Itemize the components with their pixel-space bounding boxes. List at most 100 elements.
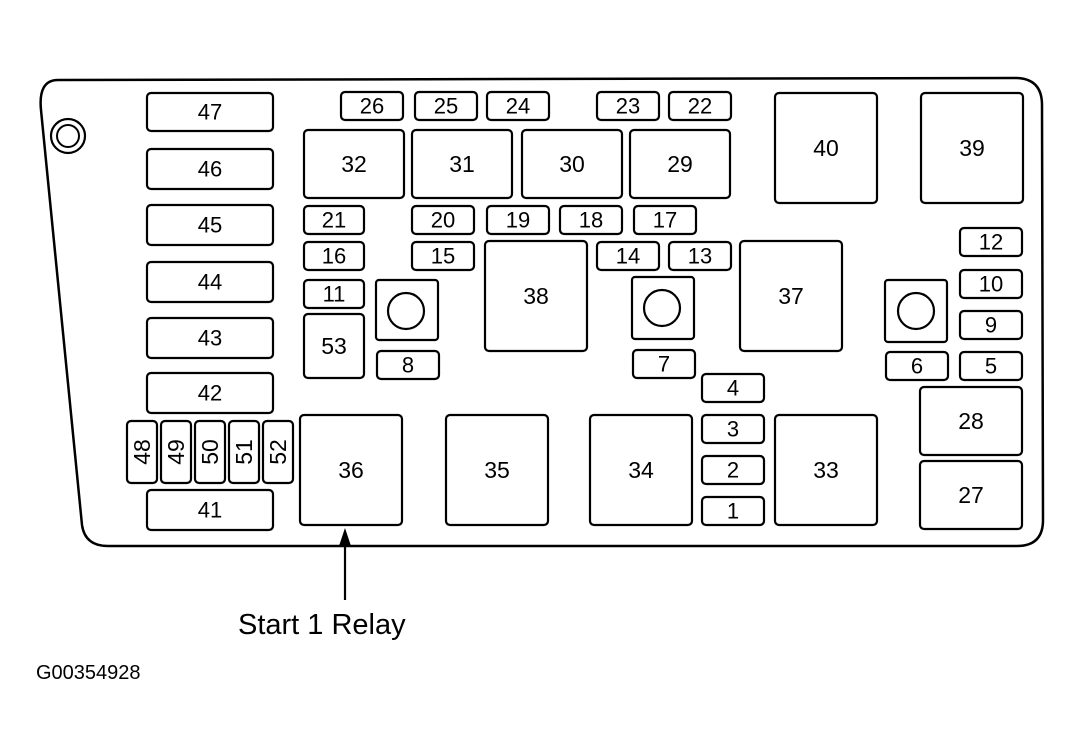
- slot-52: 52: [261, 419, 295, 485]
- slot-39: 39: [919, 91, 1025, 205]
- slot-32-label: 32: [341, 151, 367, 177]
- slot-23-outline: [595, 90, 661, 122]
- slot-20: 20: [410, 204, 476, 236]
- slot-53-label: 53: [321, 333, 347, 359]
- slot-19: 19: [485, 204, 551, 236]
- slot-3-label: 3: [727, 417, 739, 442]
- slot-37-label: 37: [778, 283, 804, 309]
- slot-36-label: 36: [338, 457, 364, 483]
- slot-4-label: 4: [727, 376, 739, 401]
- slot-4-outline: [700, 372, 766, 404]
- slot-23: 23: [595, 90, 661, 122]
- slot-15-label: 15: [431, 244, 455, 269]
- slot-46-outline: [145, 147, 275, 191]
- slot-42: 42: [145, 371, 275, 415]
- slot-21-label: 21: [322, 208, 346, 233]
- slot-52-label: 52: [265, 439, 291, 465]
- slot-13-label: 13: [688, 244, 712, 269]
- slot-34: 34: [588, 413, 694, 527]
- slot-24-outline: [485, 90, 551, 122]
- slot-47-outline: [145, 91, 275, 133]
- slot-50-label: 50: [197, 439, 223, 465]
- slot-13-outline: [667, 240, 733, 272]
- slot-16-outline: [302, 240, 366, 272]
- slot-26-outline: [339, 90, 405, 122]
- slot-41-outline: [145, 488, 275, 532]
- slot-51-outline: [227, 419, 261, 485]
- slot-13: 13: [667, 240, 733, 272]
- slot-36: 36: [298, 413, 404, 527]
- slot-1-label: 1: [727, 499, 739, 524]
- slot-20-label: 20: [431, 208, 455, 233]
- slot-47-label: 47: [198, 100, 222, 125]
- slot-11-label: 11: [323, 282, 346, 307]
- slot-49-label: 49: [163, 439, 189, 465]
- slot-27: 27: [918, 459, 1024, 531]
- slot-18-outline: [558, 204, 624, 236]
- slot-39-label: 39: [959, 135, 985, 161]
- slot-21-outline: [302, 204, 366, 236]
- slot-32-outline: [302, 128, 406, 200]
- slot-9: 9: [958, 309, 1024, 341]
- relay-stud-right: [883, 278, 949, 344]
- slot-35-outline: [444, 413, 550, 527]
- slot-8-outline: [375, 349, 441, 381]
- slot-22: 22: [667, 90, 733, 122]
- slot-22-label: 22: [688, 94, 712, 119]
- slot-33: 33: [773, 413, 879, 527]
- slot-44-label: 44: [198, 270, 222, 295]
- slot-2-outline: [700, 454, 766, 486]
- slot-29-outline: [628, 128, 732, 200]
- slot-22-outline: [667, 90, 733, 122]
- slot-48-label: 48: [129, 439, 155, 465]
- slot-19-label: 19: [506, 208, 530, 233]
- slot-49: 49: [159, 419, 193, 485]
- slot-34-outline: [588, 413, 694, 527]
- callout-label: Start 1 Relay: [238, 609, 406, 641]
- slot-3: 3: [700, 413, 766, 445]
- slot-29-label: 29: [667, 151, 693, 177]
- slot-16: 16: [302, 240, 366, 272]
- slot-9-outline: [958, 309, 1024, 341]
- slot-17-label: 17: [653, 208, 677, 233]
- slot-8-label: 8: [402, 353, 414, 378]
- relay-stud-center: [630, 275, 696, 341]
- slot-49-outline: [159, 419, 193, 485]
- slot-34-label: 34: [628, 457, 654, 483]
- slot-38: 38: [483, 239, 589, 353]
- slot-9-label: 9: [985, 313, 997, 338]
- figure-id: G00354928: [36, 662, 141, 684]
- slot-28: 28: [918, 385, 1024, 457]
- slot-39-outline: [919, 91, 1025, 205]
- slot-28-outline: [918, 385, 1024, 457]
- slot-19-outline: [485, 204, 551, 236]
- slot-15-outline: [410, 240, 476, 272]
- slot-4: 4: [700, 372, 766, 404]
- slot-38-label: 38: [523, 283, 549, 309]
- slot-40-label: 40: [813, 135, 839, 161]
- slot-52-outline: [261, 419, 295, 485]
- slot-18: 18: [558, 204, 624, 236]
- slot-46-label: 46: [198, 157, 222, 182]
- slot-43-label: 43: [198, 326, 222, 351]
- slot-41: 41: [145, 488, 275, 532]
- slot-25: 25: [413, 90, 479, 122]
- slot-12: 12: [958, 226, 1024, 258]
- slot-30-outline: [520, 128, 624, 200]
- slot-41-label: 41: [198, 498, 222, 523]
- slot-14-outline: [595, 240, 661, 272]
- relay-stud-left: [374, 278, 440, 342]
- slot-7-outline: [631, 348, 697, 380]
- slot-24-label: 24: [506, 94, 530, 119]
- slot-26-label: 26: [360, 94, 384, 119]
- callout-arrow: [339, 528, 351, 600]
- slot-5-label: 5: [985, 354, 997, 379]
- slot-2: 2: [700, 454, 766, 486]
- slot-35-label: 35: [484, 457, 510, 483]
- slot-29: 29: [628, 128, 732, 200]
- slot-33-outline: [773, 413, 879, 527]
- slot-43-outline: [145, 316, 275, 360]
- slot-50-outline: [193, 419, 227, 485]
- slot-40: 40: [773, 91, 879, 205]
